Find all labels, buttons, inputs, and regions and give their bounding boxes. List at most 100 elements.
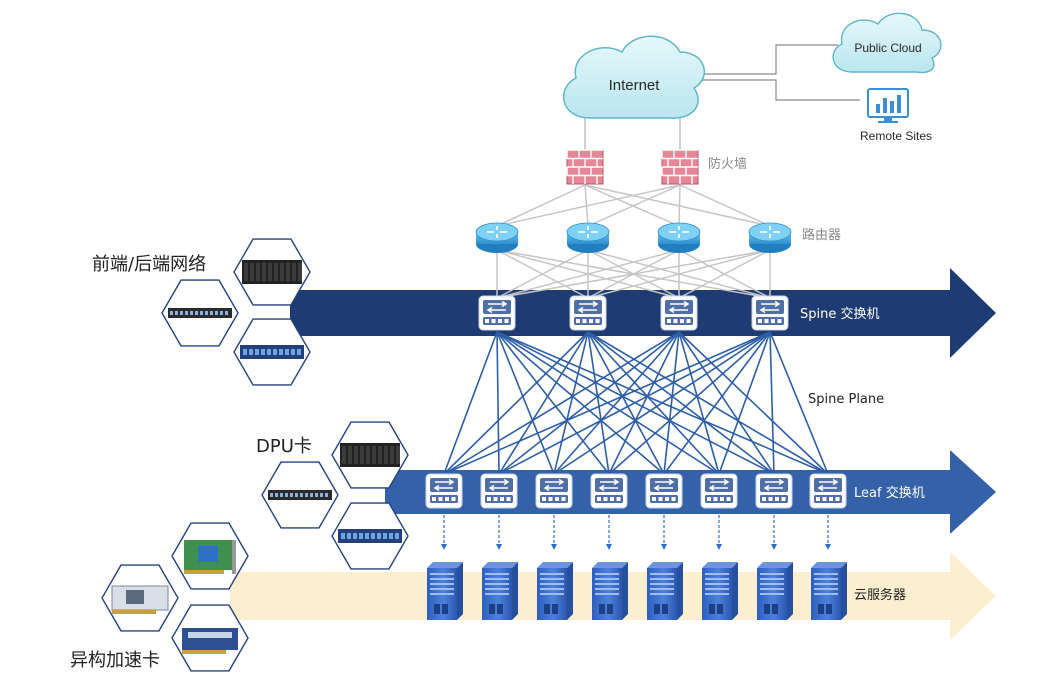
arrow-head (496, 544, 502, 550)
spine-switch-icon (751, 295, 789, 331)
cloud-links (698, 44, 860, 101)
link-line (587, 331, 775, 475)
spine-switch-icon (660, 295, 698, 331)
leaf-switch-icon (590, 473, 628, 509)
link-line (663, 331, 680, 475)
link-line (678, 331, 775, 475)
leaf-label: Leaf 交换机 (854, 485, 925, 501)
leaf-switch-icon (480, 473, 518, 509)
link-line (496, 331, 500, 475)
link-line (584, 184, 771, 227)
link-line (584, 184, 680, 227)
spine-switch-icon (569, 295, 607, 331)
link-line (553, 331, 589, 475)
server-icon (811, 562, 847, 620)
link-line (553, 331, 771, 475)
link-line (443, 331, 589, 475)
arrow-head (716, 544, 722, 550)
server-icon (592, 562, 628, 620)
leaf-switch-icon (809, 473, 847, 509)
leaf-switch-icon (425, 473, 463, 509)
router-icon (475, 222, 519, 253)
spine-switch-icon (478, 295, 516, 331)
link-line (498, 331, 771, 475)
hexagon-tile (261, 461, 339, 529)
hexagon-tile (161, 279, 239, 347)
server-label: 云服务器 (854, 587, 906, 603)
link-line (587, 331, 829, 475)
link-line (496, 184, 586, 227)
arrow-head (551, 544, 557, 550)
leaf-band (385, 450, 996, 534)
spine-leaf-links (443, 331, 829, 475)
rack-switch-icon (340, 443, 400, 467)
link-line (553, 331, 680, 475)
hexagon-tile (101, 564, 179, 632)
spine-switches (478, 295, 789, 331)
flat-switch-icon (168, 308, 232, 318)
link-line (443, 331, 680, 475)
server-icon (482, 562, 518, 620)
link-line (608, 331, 680, 475)
internet-firewall-links (584, 118, 681, 150)
hexagon-tile (233, 318, 311, 386)
server-icon (537, 562, 573, 620)
link-line (608, 331, 771, 475)
hexagon-tile (171, 604, 249, 672)
link-line (587, 331, 665, 475)
link-line (587, 331, 720, 475)
link-line (496, 331, 610, 475)
link-line (678, 331, 829, 475)
link-line (496, 331, 665, 475)
arrow-head (825, 544, 831, 550)
leaf-switch-icon (535, 473, 573, 509)
firewall-icon (566, 149, 604, 185)
link-line (587, 331, 610, 475)
public-cloud: Public Cloud (832, 12, 942, 74)
arrow-head (771, 544, 777, 550)
network-side-label: 前端/后端网络 (92, 254, 206, 275)
leaf-switch-icon (700, 473, 738, 509)
spine-plane-label: Spine Plane (808, 392, 884, 407)
leaf-switches (425, 473, 847, 509)
internet-cloud: Internet (562, 35, 705, 119)
hexagon-tile (331, 421, 409, 489)
accelerator-card-cluster (101, 522, 249, 672)
spine-label: Spine 交换机 (800, 306, 880, 322)
firewall-router-links (496, 184, 771, 227)
server-icon (702, 562, 738, 620)
firewall-icon (661, 149, 699, 185)
hexagon-tile (331, 502, 409, 570)
router-label: 路由器 (802, 227, 841, 243)
flat-switch-icon (268, 490, 332, 500)
pcie-card-icon (111, 585, 169, 614)
link-line (498, 331, 680, 475)
remote-sites-label: Remote Sites (860, 129, 932, 143)
link-line (443, 331, 498, 475)
router-icon (657, 222, 701, 253)
blue-switch-icon (240, 345, 304, 359)
link-line (496, 249, 680, 299)
server-icon (427, 562, 463, 620)
router-icon (566, 222, 610, 253)
leaf-switch-icon (755, 473, 793, 509)
pcie-card-icon (182, 628, 238, 654)
network-hardware-cluster (161, 238, 311, 386)
link-line (587, 249, 771, 299)
leaf-server-links (441, 510, 831, 550)
arrow-head (441, 544, 447, 550)
leaf-switch-icon (645, 473, 683, 509)
link-line (679, 184, 771, 227)
link-line (769, 331, 775, 475)
link-line (718, 331, 771, 475)
link-line (769, 331, 829, 475)
router-icon (748, 222, 792, 253)
server-icon (647, 562, 683, 620)
arrow-head (661, 544, 667, 550)
hexagon-tile (171, 522, 249, 590)
link-line (498, 331, 589, 475)
server-icon (757, 562, 793, 620)
monitor-chart-icon (867, 88, 909, 123)
link-line (678, 249, 771, 299)
